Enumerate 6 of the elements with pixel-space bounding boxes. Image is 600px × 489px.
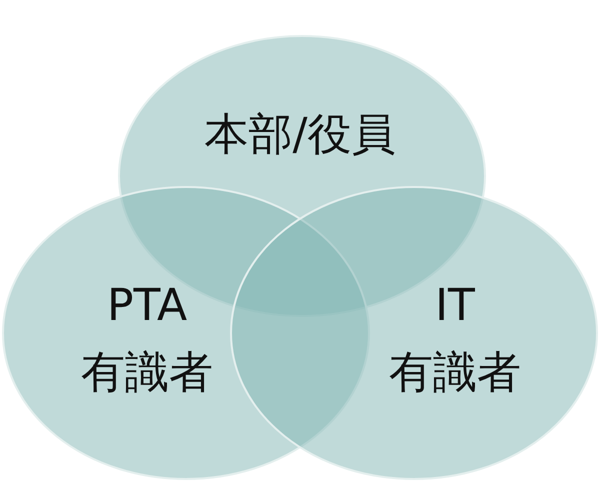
circle-label: 有識者 (389, 351, 521, 395)
circle-label: IT (435, 284, 475, 328)
circle-label: 有識者 (81, 351, 213, 395)
circle-label: PTA (106, 284, 188, 328)
venn-circle (230, 186, 598, 480)
circle-label: 本部/役員 (204, 113, 396, 157)
